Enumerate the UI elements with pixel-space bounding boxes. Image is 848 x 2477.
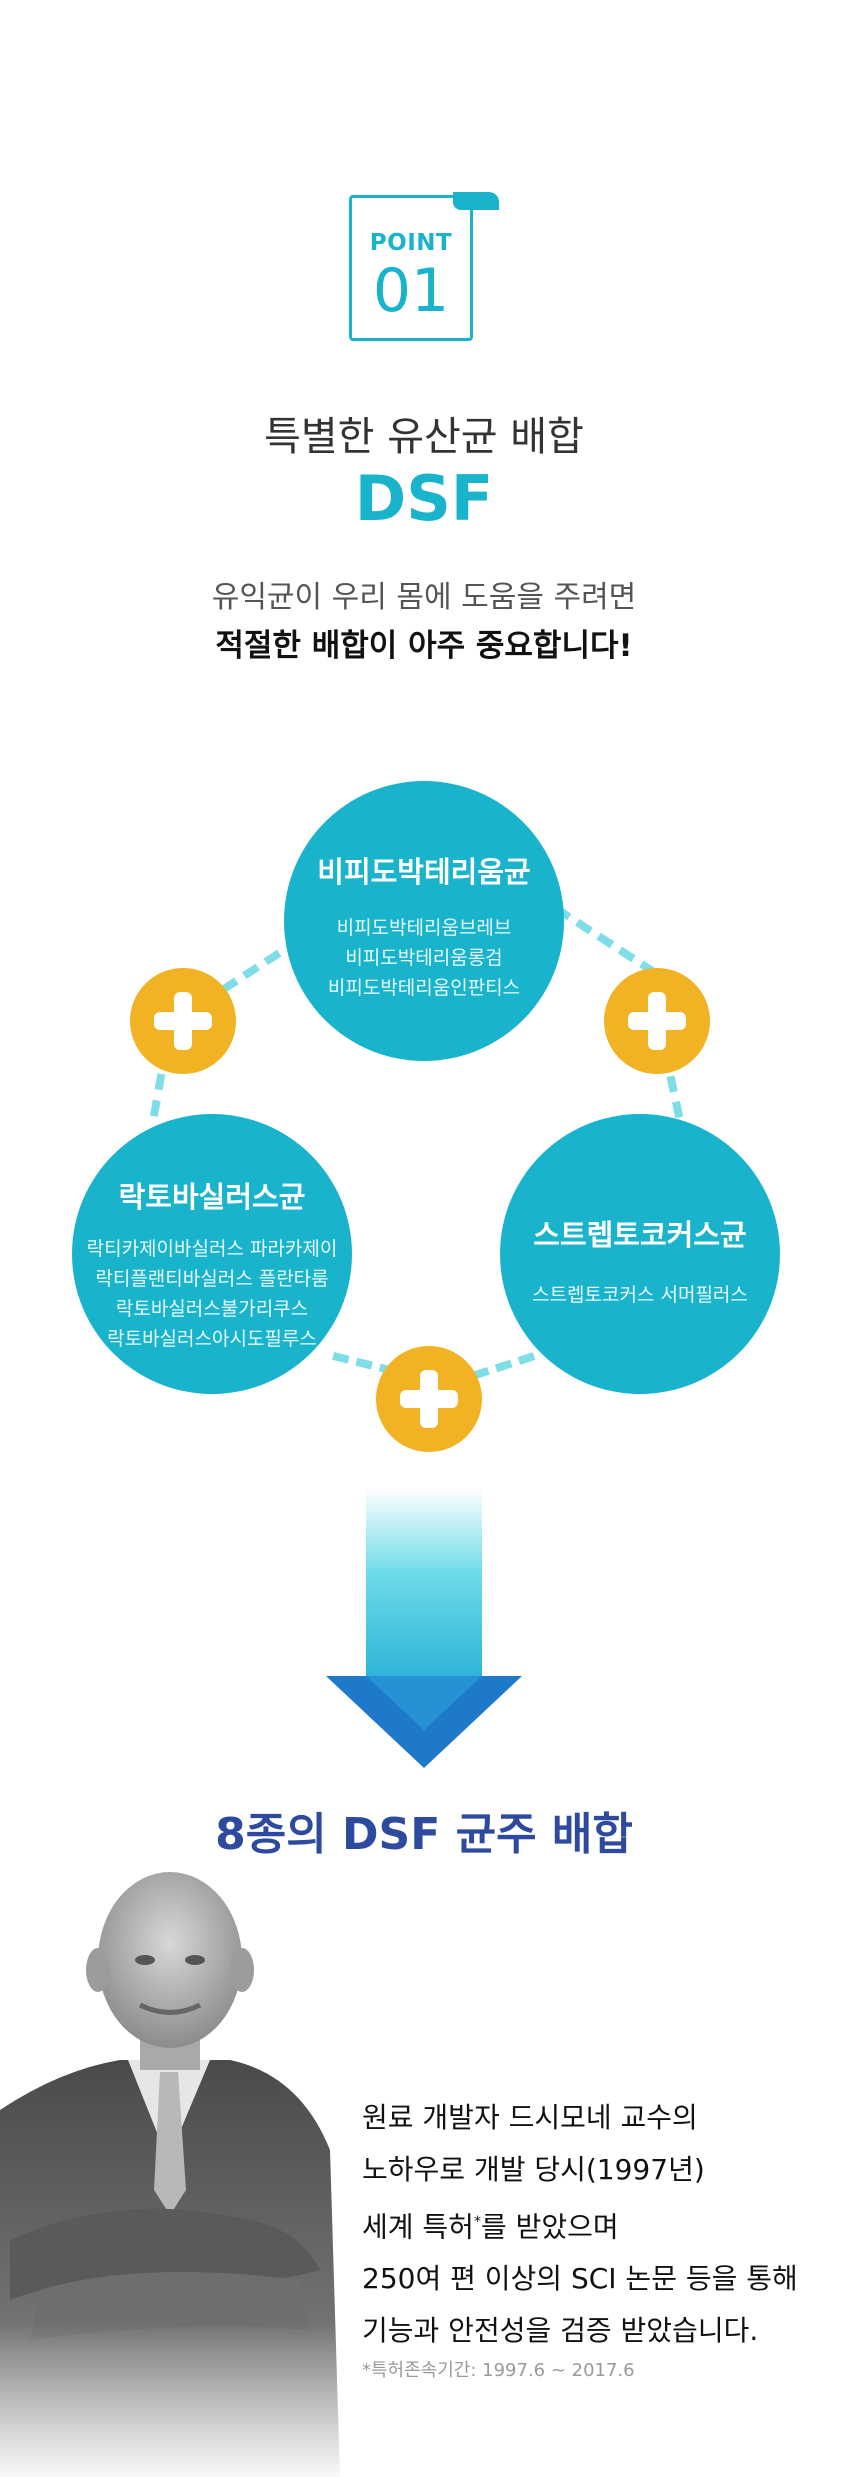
point-number: 01 bbox=[372, 256, 450, 326]
group-lacto-title: 락토바실러스균 bbox=[118, 1180, 306, 1214]
group-bifido-title: 비피도박테리움균 bbox=[317, 855, 531, 889]
plus-icon bbox=[130, 968, 236, 1074]
intro-line-2: 적절한 배합이 아주 중요합니다! bbox=[215, 628, 633, 664]
group-bifido-item: 비피도박테리움롱검 bbox=[345, 947, 503, 969]
group-bifido-item: 비피도박테리움브레브 bbox=[336, 917, 512, 939]
connector-top-right bbox=[553, 905, 657, 976]
professor-line-4: 250여 편 이상의 SCI 논문 등을 통해 bbox=[362, 2262, 798, 2296]
headline-title: DSF bbox=[354, 462, 494, 535]
professor-line-2: 노하우로 개발 당시(1997년) bbox=[362, 2153, 705, 2186]
point-badge bbox=[349, 195, 473, 341]
professor-line-1: 원료 개발자 드시모네 교수의 bbox=[362, 2101, 698, 2134]
point-label: POINT bbox=[369, 230, 453, 256]
intro-line-1: 유익균이 우리 몸에 도움을 주려면 bbox=[211, 580, 637, 615]
group-strepto-circle: 스트렙토코커스균 스트렙토코커스 서머필러스 bbox=[500, 1114, 780, 1394]
down-arrow-icon bbox=[366, 1488, 482, 1678]
patent-note: *특허존속기간: 1997.6 ~ 2017.6 bbox=[362, 2360, 635, 2381]
group-lacto-item: 락토바실러스아시도필루스 bbox=[107, 1328, 317, 1350]
group-strepto-item: 스트렙토코커스 서머필러스 bbox=[532, 1284, 748, 1306]
group-lacto-circle: 락토바실러스균 락티카제이바실러스 파라카제이 락티플랜티바실러스 플란타룸 락… bbox=[72, 1114, 352, 1394]
arrow-head-shade bbox=[366, 1676, 482, 1730]
result-title: 8종의 DSF 균주 배합 bbox=[215, 1809, 633, 1860]
group-bifido-item: 비피도박테리움인판티스 bbox=[327, 977, 521, 999]
professor-description: 원료 개발자 드시모네 교수의 노하우로 개발 당시(1997년) 세계 특허*… bbox=[362, 2092, 832, 2357]
professor-line-3-post: 를 받았으며 bbox=[480, 2210, 619, 2244]
professor-portrait-image bbox=[0, 1860, 340, 2477]
patent-footnote-mark: * bbox=[473, 2214, 481, 2230]
group-lacto-item: 락티카제이바실러스 파라카제이 bbox=[86, 1238, 338, 1260]
badge-fold-decoration bbox=[453, 192, 499, 210]
plus-icon bbox=[376, 1346, 482, 1452]
professor-line-3: 세계 특허*를 받았으며 bbox=[362, 2196, 832, 2253]
headline-subtitle: 특별한 유산균 배합 bbox=[264, 414, 584, 460]
plus-icon bbox=[604, 968, 710, 1074]
professor-line-5: 기능과 안전성을 검증 받았습니다. bbox=[362, 2314, 759, 2348]
connector-bottom-right bbox=[472, 1352, 536, 1380]
group-lacto-item: 락토바실러스불가리쿠스 bbox=[115, 1298, 309, 1320]
group-strepto-title: 스트렙토코커스균 bbox=[533, 1218, 747, 1252]
professor-line-3-pre: 세계 특허 bbox=[362, 2210, 474, 2244]
group-lacto-item: 락티플랜티바실러스 플란타룸 bbox=[95, 1268, 329, 1290]
group-bifido-circle: 비피도박테리움균 비피도박테리움브레브 비피도박테리움롱검 비피도박테리움인판티… bbox=[284, 781, 564, 1061]
